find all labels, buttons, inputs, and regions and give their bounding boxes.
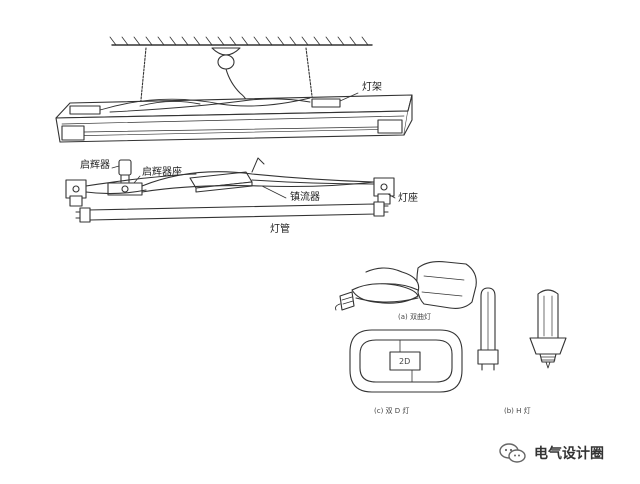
watermark-text: 电气设计圈	[534, 446, 604, 462]
caption-2d: (c) 双 D 灯	[374, 407, 410, 415]
caption-double-curve: (a) 双曲灯	[398, 313, 431, 321]
fluorescent-tube	[75, 201, 389, 223]
label-lamp-tube: 灯管	[270, 224, 290, 235]
label-lamp-holder: 灯座	[398, 193, 418, 204]
lamp-h	[477, 287, 567, 371]
caption-h: (b) H 灯	[504, 407, 531, 415]
label-starter: 启辉器	[80, 160, 110, 171]
label-ballast: 镇流器	[290, 192, 320, 203]
label-starter-socket: 启辉器座	[142, 167, 182, 178]
wiring-assembly	[65, 157, 395, 207]
double-curve-lamp	[335, 261, 477, 311]
watermark: 电气设计圈	[498, 442, 604, 464]
lamp-2d	[349, 329, 463, 393]
label-2d-marker: 2D	[399, 357, 411, 366]
label-fixture-frame: 灯架	[362, 82, 382, 93]
wechat-icon	[499, 443, 526, 463]
fixture-frame	[55, 94, 413, 143]
